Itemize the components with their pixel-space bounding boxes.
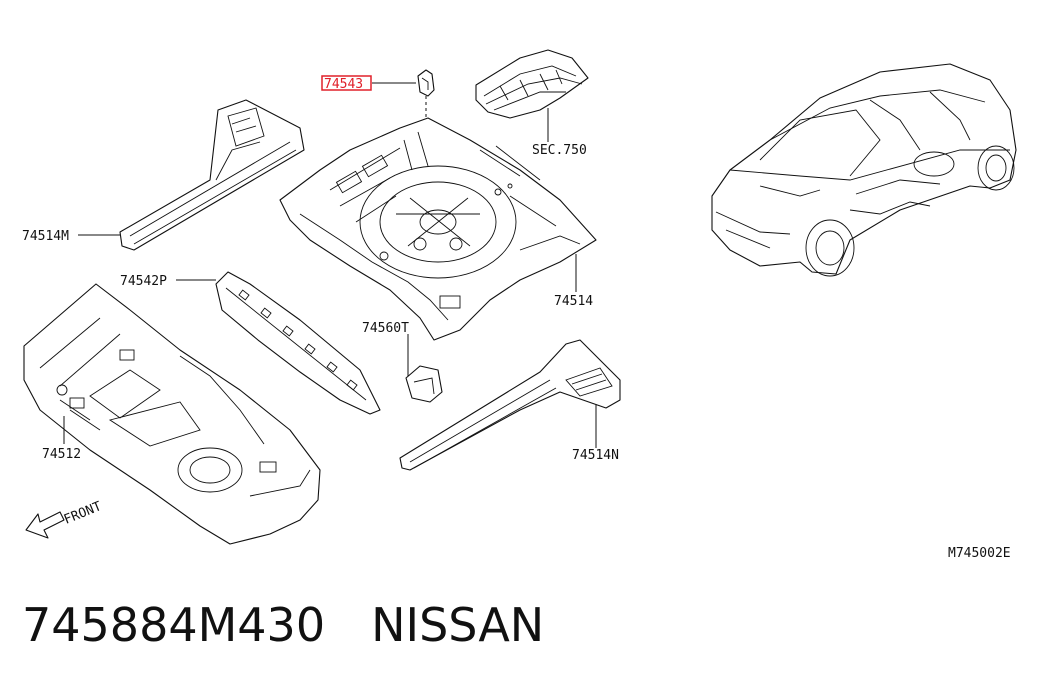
rear-floor-74514 [279,117,597,341]
label-74542p: 74542P [120,274,167,289]
parts-diagram: SEC.750 74543 74514 7451 [22,49,1017,561]
car-illustration [711,63,1017,277]
footer-caption: 745884M430 NISSAN [22,598,544,652]
part-number: 745884M430 [22,598,326,652]
label-74514: 74514 [554,294,593,309]
label-74514m: 74514M [22,229,69,244]
highlight-box [321,75,372,91]
brand-name: NISSAN [371,598,545,652]
diagram-code: M745002E [948,546,1011,561]
cross-member-74542p [215,271,381,415]
side-member-74514n [399,339,621,471]
label-74512: 74512 [42,447,81,462]
label-74560t: 74560T [362,321,409,336]
bracket-74560t [405,365,443,403]
label-sec750: SEC.750 [532,143,587,158]
label-74543: 74543 [324,77,363,92]
label-74514n: 74514N [572,448,619,463]
front-arrow-icon [25,511,65,539]
front-floor-74512 [23,283,321,545]
label-front: FRONT [62,499,104,528]
sec750-tray [475,49,589,119]
side-member-74514m [119,99,305,251]
bracket-74543 [417,69,435,97]
